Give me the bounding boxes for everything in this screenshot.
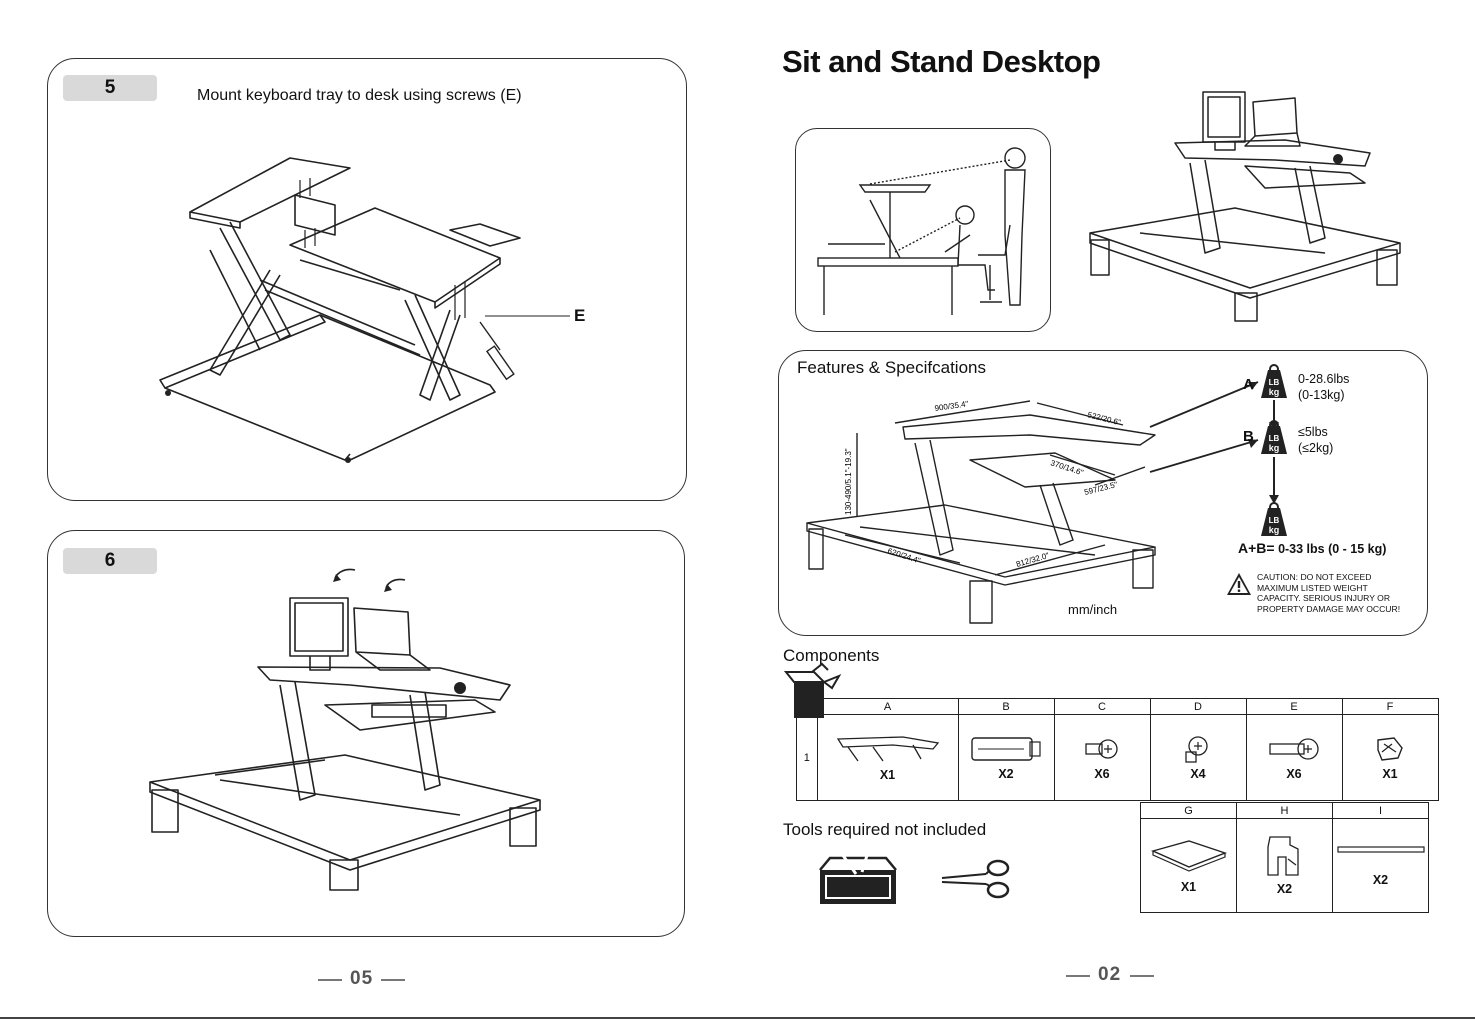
page-number-right: 02 [1098,964,1122,985]
component-a-qty: X1 [879,768,896,782]
component-letter-f: F [1341,698,1439,715]
components-table: A B C D E F 1 X1 X2 [796,698,1439,801]
load-a-kg: (0-13kg) [1298,388,1345,402]
component-i: X2 [1332,818,1429,913]
mount-clip-icon [1377,737,1403,761]
desk-product-illustration [1089,91,1401,322]
bottom-border [0,1017,1475,1019]
weight-b-icon: LB kg [1261,420,1287,454]
component-c: X6 [1053,714,1151,801]
keyboard-tray-icon [1150,840,1227,872]
component-row-label: 1 [796,714,818,801]
desktop-unit-icon [836,736,939,762]
features-desk-illustration: 900/35.4" 522/20.6" 130-490/5.1"-19.3" 3… [806,399,1156,624]
svg-text:LB: LB [1269,516,1280,525]
component-e-qty: X6 [1286,767,1302,781]
toolbox-icon [819,851,897,904]
ergonomic-panel [795,128,1051,332]
step-5-badge: 5 [63,75,157,101]
page-num-right-dash-1 [1066,975,1090,977]
component-h: X2 [1236,818,1333,913]
dim-height: 130-490/5.1"-19.3" [844,448,853,515]
total-load-label: A+B= [1238,540,1275,556]
load-b-kg: (≤2kg) [1298,441,1334,455]
caution-text: CAUTION: DO NOT EXCEED MAXIMUM LISTED WE… [1257,572,1401,614]
svg-text:kg: kg [1269,443,1280,453]
weight-a-icon: LB kg [1261,364,1287,398]
total-load: A+B= 0-33 lbs (0 - 15 kg) [1238,540,1386,556]
dim-base-width: 812/32.0" [1015,551,1050,569]
weight-total-icon: LB kg [1261,502,1287,536]
cable-clip-icon [971,737,1041,761]
scissors-icon [941,859,1010,899]
svg-text:kg: kg [1269,525,1280,535]
component-letter-b: B [957,698,1055,715]
component-c-qty: X6 [1094,767,1110,781]
load-b-lbs: ≤5lbs [1298,425,1328,439]
page-num-right-dash-2 [1130,975,1154,977]
component-letter-i: I [1332,802,1429,819]
rod-icon [1336,846,1425,853]
component-f-qty: X1 [1382,767,1398,781]
page-num-left-dash-1 [318,979,342,981]
dim-width: 900/35.4" [934,399,969,413]
component-f: X1 [1341,714,1439,801]
tray-bracket-icon [1266,836,1299,876]
features-panel [778,350,1428,636]
step-6-illustration [149,568,541,891]
components-table-2: G H I X1 X2 X2 [1140,802,1429,913]
component-d: X4 [1149,714,1247,801]
component-a: X1 [816,714,959,801]
units-label: mm/inch [1068,602,1118,617]
features-title: Features & Specifcations [797,358,986,377]
ergonomic-illustration [817,147,1026,315]
total-load-value: 0-33 lbs (0 - 15 kg) [1278,542,1387,556]
step-5-instruction: Mount keyboard tray to desk using screws… [197,87,522,104]
page-num-left-dash-2 [381,979,405,981]
component-letter-e: E [1245,698,1343,715]
components-title: Components [783,646,880,665]
component-e: X6 [1245,714,1343,801]
load-a-lbs: 0-28.6lbs [1298,372,1350,386]
component-i-qty: X2 [1372,873,1389,887]
svg-text:kg: kg [1269,387,1280,397]
component-g: X1 [1140,818,1237,913]
component-letter-h: H [1236,802,1333,819]
dim-tray-width: 370/14.6" [1049,458,1084,477]
washer-screw-icon [1185,736,1208,763]
component-h-qty: X2 [1276,882,1293,896]
svg-text:LB: LB [1269,378,1280,387]
component-b-qty: X2 [998,767,1014,781]
load-a-letter: A [1243,376,1254,393]
page-title: Sit and Stand Desktop [782,44,1101,79]
callout-e-label: E [574,306,586,325]
page-number-left: 05 [350,968,374,989]
svg-text:LB: LB [1269,434,1280,443]
long-screw-icon [1269,738,1319,760]
component-g-qty: X1 [1180,880,1197,894]
component-letter-d: D [1149,698,1247,715]
step-6-badge: 6 [63,548,157,574]
component-letter-g: G [1140,802,1237,819]
component-letter-c: C [1053,698,1151,715]
component-letter-a: A [816,698,959,715]
component-b: X2 [957,714,1055,801]
step-5-illustration [159,157,570,463]
component-d-qty: X4 [1190,767,1206,781]
short-screw-icon [1085,739,1118,759]
load-b-letter: B [1243,428,1254,445]
tools-title: Tools required not included [783,820,987,839]
warning-icon [1227,573,1251,595]
weight-chain-illustration [1149,381,1279,504]
step-6-panel [47,530,685,937]
